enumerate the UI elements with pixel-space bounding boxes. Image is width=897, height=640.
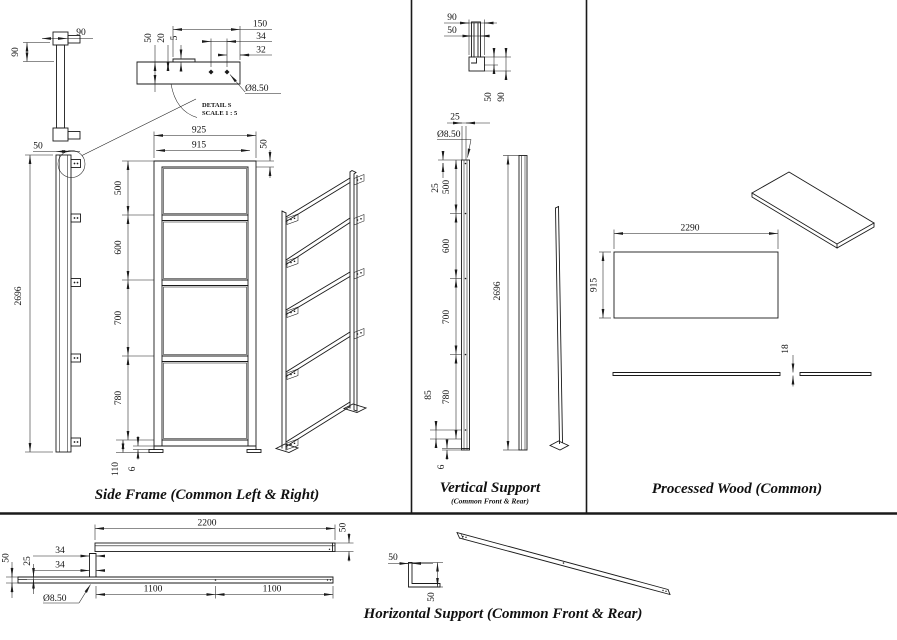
side-frame-rail-side-view: 90 90 (11, 28, 93, 142)
dim-hs-end-offset-a: 50 (2, 553, 12, 563)
iso-feet (274, 403, 368, 453)
side-frame-isometric-view (274, 169, 368, 453)
dim-vs-length: 2696 (493, 281, 503, 300)
dim-hs-tab-b: 34 (55, 561, 65, 571)
dim-hs-angle-w: 50 (388, 553, 398, 563)
dim-hs-angle-h: 50 (427, 592, 437, 602)
dim-hs-half-1: 1100 (144, 585, 163, 595)
detail-scale: SCALE 1 : 5 (202, 110, 238, 117)
dim-detail-hole-pitch: 34 (256, 32, 266, 42)
dim-hs-hole-dia: Ø8.50 (43, 594, 67, 604)
processed-wood-panel: 2290 915 18 Processed Wood (Common) (590, 171, 875, 497)
dim-detail-hole-dia: Ø8.50 (245, 84, 269, 94)
dim-frame-inner-width: 915 (192, 141, 207, 151)
hs-top-view: 34 34 50 25 Ø8.50 1100 1100 (2, 546, 334, 604)
horizontal-support-caption: Horizontal Support (Common Front & Rear) (363, 606, 643, 622)
dim-detail-hole-offset: 20 (157, 33, 167, 43)
dim-vs-foot-depth: 90 (497, 92, 507, 102)
dim-hs-end-offset-b: 25 (23, 556, 33, 566)
detail-callout-circle (57, 150, 86, 178)
dim-vs-pad: 6 (437, 464, 447, 469)
dim-vs-post-width: 50 (447, 26, 457, 36)
dim-foot-height: 110 (111, 462, 121, 476)
dim-hs-length: 2200 (198, 519, 217, 529)
dim-vs-seg-foot: 85 (424, 390, 434, 400)
vertical-support-side-view: 2696 (493, 155, 528, 451)
dim-rail-width: 90 (76, 28, 86, 38)
dim-rail-height: 90 (11, 47, 21, 57)
wood-edge-view: 18 (612, 344, 872, 387)
dim-bay-4: 780 (114, 391, 124, 406)
panel-dividers (0, 0, 897, 515)
dim-frame-rail-height: 50 (260, 139, 270, 149)
dim-wood-length: 2290 (681, 224, 700, 234)
dim-vs-seg-top: 25 (431, 183, 441, 193)
vertical-support-front-view: 25 Ø8.50 500 600 700 780 25 85 6 (424, 113, 490, 469)
dim-wood-thickness: 18 (781, 344, 791, 354)
dim-vs-post-depth: 50 (484, 92, 494, 102)
dim-detail-hole-edge: 32 (256, 46, 266, 56)
side-frame-post-side-view: 50 2696 (14, 98, 197, 453)
vertical-support-isometric-view (548, 205, 570, 451)
frame-feet (148, 449, 262, 453)
processed-wood-caption: Processed Wood (Common) (652, 481, 822, 497)
detail-title: DETAIL S (202, 102, 232, 109)
hs-end-view: 50 50 (388, 553, 443, 602)
dim-vs-hole-offset: 25 (450, 113, 460, 123)
dim-detail-lip: 5 (170, 35, 180, 40)
dim-hs-half-2: 1100 (263, 585, 282, 595)
hs-isometric-view (456, 531, 671, 596)
dim-post-width: 50 (33, 142, 43, 152)
dim-vs-seg-2: 600 (442, 239, 452, 254)
vertical-support-subcaption: (Common Front & Rear) (451, 497, 529, 506)
dim-wood-width: 915 (590, 278, 600, 293)
side-frame-caption: Side Frame (Common Left & Right) (95, 487, 320, 503)
frame-panels (163, 168, 247, 439)
dim-vs-seg-3: 700 (442, 310, 452, 325)
side-frame-front-view: 925 915 50 500 600 700 780 110 6 (111, 126, 274, 476)
dim-vs-hole-dia: Ø8.50 (437, 130, 461, 140)
dim-bay-1: 500 (114, 181, 124, 196)
vertical-support-panel: 90 50 50 90 (424, 13, 570, 506)
wood-isometric-view (751, 171, 875, 249)
detail-hole-2 (224, 69, 230, 75)
dim-vs-seg-4: 780 (442, 390, 452, 405)
horizontal-support-panel: 2200 50 34 34 50 (2, 519, 671, 622)
wood-top-view: 2290 915 (590, 224, 779, 319)
side-frame-panel: 90 90 50 (11, 20, 368, 503)
dim-frame-outer-width: 925 (192, 126, 207, 136)
dim-bay-3: 700 (114, 311, 124, 326)
hs-side-view: 2200 50 (94, 519, 354, 562)
detail-hole-1 (208, 69, 214, 75)
dim-vs-foot-width: 90 (447, 13, 457, 23)
dim-pad: 6 (128, 466, 138, 471)
dim-hs-tab-a: 34 (55, 546, 65, 556)
dim-post-length: 2696 (14, 286, 24, 305)
vertical-support-caption: Vertical Support (440, 480, 541, 496)
post-bracket-tabs (70, 159, 81, 447)
dim-detail-width: 150 (253, 20, 268, 30)
dim-hs-height: 50 (339, 523, 349, 533)
dim-vs-seg-1: 500 (442, 180, 452, 195)
iso-bracket-tabs (286, 174, 365, 450)
dim-detail-depth: 50 (144, 33, 154, 43)
dim-bay-2: 600 (114, 240, 124, 255)
vertical-support-top-view: 90 50 50 90 (444, 13, 511, 102)
detail-s-view: 150 34 32 50 20 5 Ø8.50 D (136, 20, 281, 118)
